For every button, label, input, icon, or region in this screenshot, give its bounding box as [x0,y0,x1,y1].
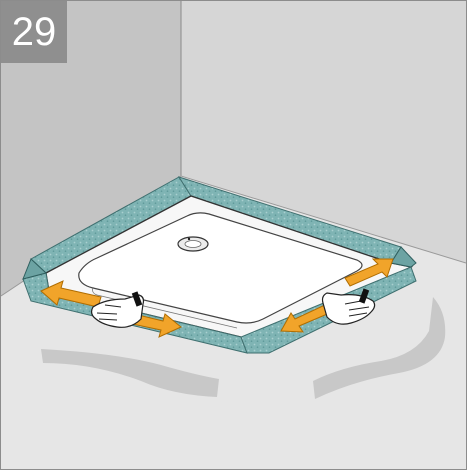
drain-icon [178,237,208,251]
step-number: 29 [1,1,67,63]
